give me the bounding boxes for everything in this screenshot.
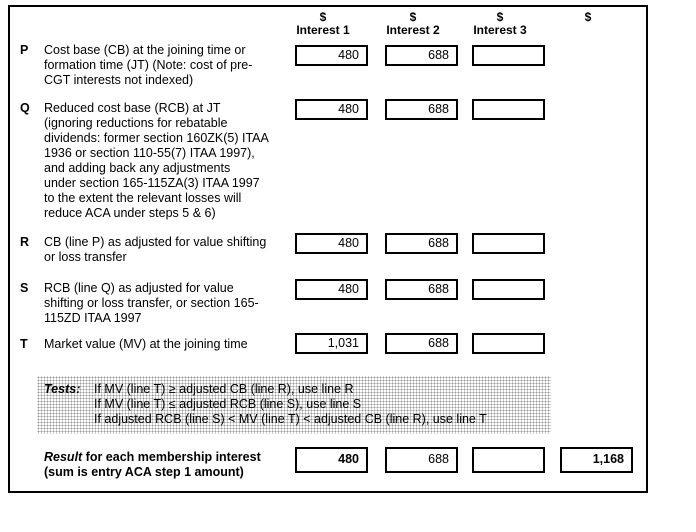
- column-header-interest-1: $ Interest 1: [278, 11, 368, 37]
- column-header-interest-3: $ Interest 3: [455, 11, 545, 37]
- tests-label: Tests:: [44, 382, 81, 396]
- row-text-p: Cost base (CB) at the joining time or fo…: [44, 43, 253, 87]
- value-box-q-interest-2[interactable]: 688: [385, 99, 458, 120]
- result-box-total[interactable]: 1,168: [560, 447, 633, 473]
- column-label: Interest 2: [386, 23, 440, 37]
- value-box-t-interest-3[interactable]: [472, 333, 545, 354]
- tests-rules-text: If MV (line T) ≥ adjusted CB (line R), u…: [94, 382, 487, 426]
- result-box-interest-3[interactable]: [472, 447, 545, 473]
- result-box-interest-1[interactable]: 480: [295, 447, 368, 473]
- row-label-p: P: [20, 43, 29, 57]
- dollar-sign: $: [496, 10, 504, 24]
- result-box-interest-2[interactable]: 688: [385, 447, 458, 473]
- row-text-q: Reduced cost base (RCB) at JT (ignoring …: [44, 101, 269, 220]
- result-label-rest: for each membership interest: [82, 450, 261, 464]
- column-header-total: $: [543, 11, 633, 24]
- value-box-q-interest-3[interactable]: [472, 99, 545, 120]
- row-text-s: RCB (line Q) as adjusted for value shift…: [44, 281, 259, 325]
- value-box-p-interest-3[interactable]: [472, 45, 545, 66]
- row-label-q: Q: [20, 101, 30, 115]
- result-label-line2: (sum is entry ACA step 1 amount): [44, 465, 244, 479]
- row-label-t: T: [20, 337, 28, 351]
- value-box-q-interest-1[interactable]: 480: [295, 99, 368, 120]
- value-box-s-interest-2[interactable]: 688: [385, 279, 458, 300]
- value-box-s-interest-3[interactable]: [472, 279, 545, 300]
- value-box-r-interest-3[interactable]: [472, 233, 545, 254]
- row-label-r: R: [20, 235, 30, 249]
- column-header-interest-2: $ Interest 2: [368, 11, 458, 37]
- column-label: Interest 1: [296, 23, 350, 37]
- column-label: Interest 3: [473, 23, 527, 37]
- result-label: Result for each membership interest (sum…: [44, 450, 294, 480]
- row-text-r: CB (line P) as adjusted for value shifti…: [44, 235, 267, 264]
- row-label-s: S: [20, 281, 29, 295]
- value-box-t-interest-1[interactable]: 1,031: [295, 333, 368, 354]
- dollar-sign: $: [319, 10, 327, 24]
- value-box-s-interest-1[interactable]: 480: [295, 279, 368, 300]
- value-box-r-interest-1[interactable]: 480: [295, 233, 368, 254]
- value-box-p-interest-1[interactable]: 480: [295, 45, 368, 66]
- dollar-sign: $: [409, 10, 417, 24]
- value-box-t-interest-2[interactable]: 688: [385, 333, 458, 354]
- value-box-r-interest-2[interactable]: 688: [385, 233, 458, 254]
- tests-panel: Tests: If MV (line T) ≥ adjusted CB (lin…: [37, 376, 551, 434]
- result-word: Result: [44, 450, 83, 464]
- value-box-p-interest-2[interactable]: 688: [385, 45, 458, 66]
- row-text-t: Market value (MV) at the joining time: [44, 337, 248, 351]
- dollar-sign: $: [584, 10, 592, 24]
- worksheet-border: $ Interest 1 $ Interest 2 $ Interest 3 $…: [8, 5, 648, 493]
